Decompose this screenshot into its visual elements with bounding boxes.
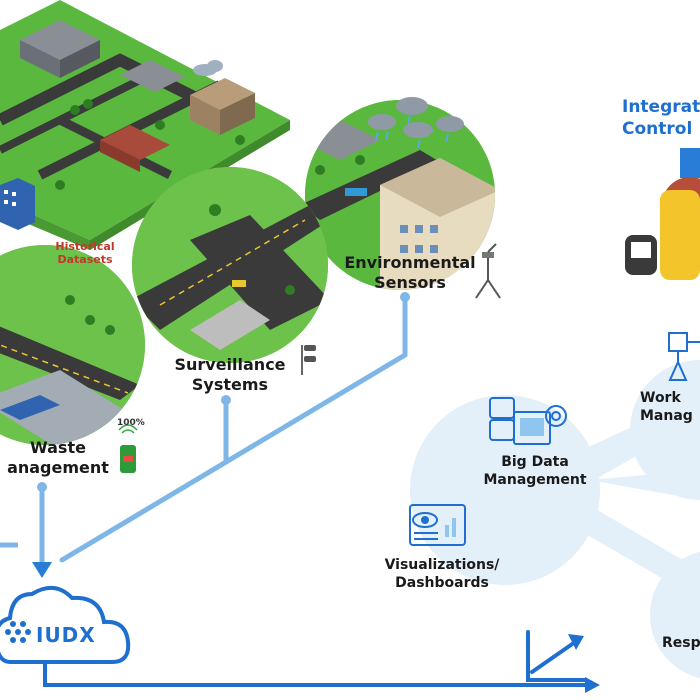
connector-node bbox=[37, 482, 47, 492]
arrow-down-icon bbox=[32, 562, 52, 578]
historical-datasets-label: Historical Datasets bbox=[55, 240, 115, 266]
smart-bin-icon bbox=[118, 424, 138, 473]
surveillance-systems-label: Surveillance Systems bbox=[174, 355, 286, 394]
workflow-management-label: Work Manag bbox=[640, 390, 693, 424]
connector-node bbox=[400, 292, 410, 302]
historical-city-illustration bbox=[0, 0, 290, 250]
database-gear-icon bbox=[489, 397, 567, 445]
visualizations-dashboards-label: Visualizations/ Dashboards bbox=[384, 557, 500, 591]
hub-connector-middle bbox=[590, 470, 700, 500]
bottom-flow-arrow bbox=[43, 662, 600, 693]
big-data-management-label: Big Data Management bbox=[483, 454, 587, 488]
workflow-icon bbox=[668, 332, 700, 381]
cctv-pole-icon bbox=[301, 345, 316, 375]
rain-cloud-icon bbox=[193, 60, 223, 76]
connector-lines bbox=[39, 294, 408, 565]
connector-node bbox=[221, 395, 231, 405]
bin-fill-label: 100% bbox=[117, 418, 145, 428]
hub-center-circle bbox=[410, 395, 600, 585]
cloud-icon bbox=[0, 586, 131, 664]
sensor-tripod-icon bbox=[475, 243, 501, 299]
growth-chart-icon bbox=[526, 630, 587, 682]
response-label: Resp bbox=[662, 635, 700, 651]
control-center-illustration bbox=[625, 148, 700, 280]
dashboard-eye-icon bbox=[409, 504, 466, 546]
iudx-logo-text: IUDX bbox=[36, 623, 96, 647]
hub-connector-lower bbox=[570, 500, 700, 600]
surveillance-illustration bbox=[132, 167, 328, 363]
environmental-sensors-label: Environmental Sensors bbox=[344, 253, 476, 292]
hub-network bbox=[410, 360, 700, 679]
hub-connector-upper bbox=[560, 405, 700, 485]
waste-management-label: Waste anagement bbox=[7, 438, 109, 477]
integrated-control-title: Integrat Control bbox=[622, 97, 700, 139]
rain-cloud-icon bbox=[368, 97, 464, 149]
